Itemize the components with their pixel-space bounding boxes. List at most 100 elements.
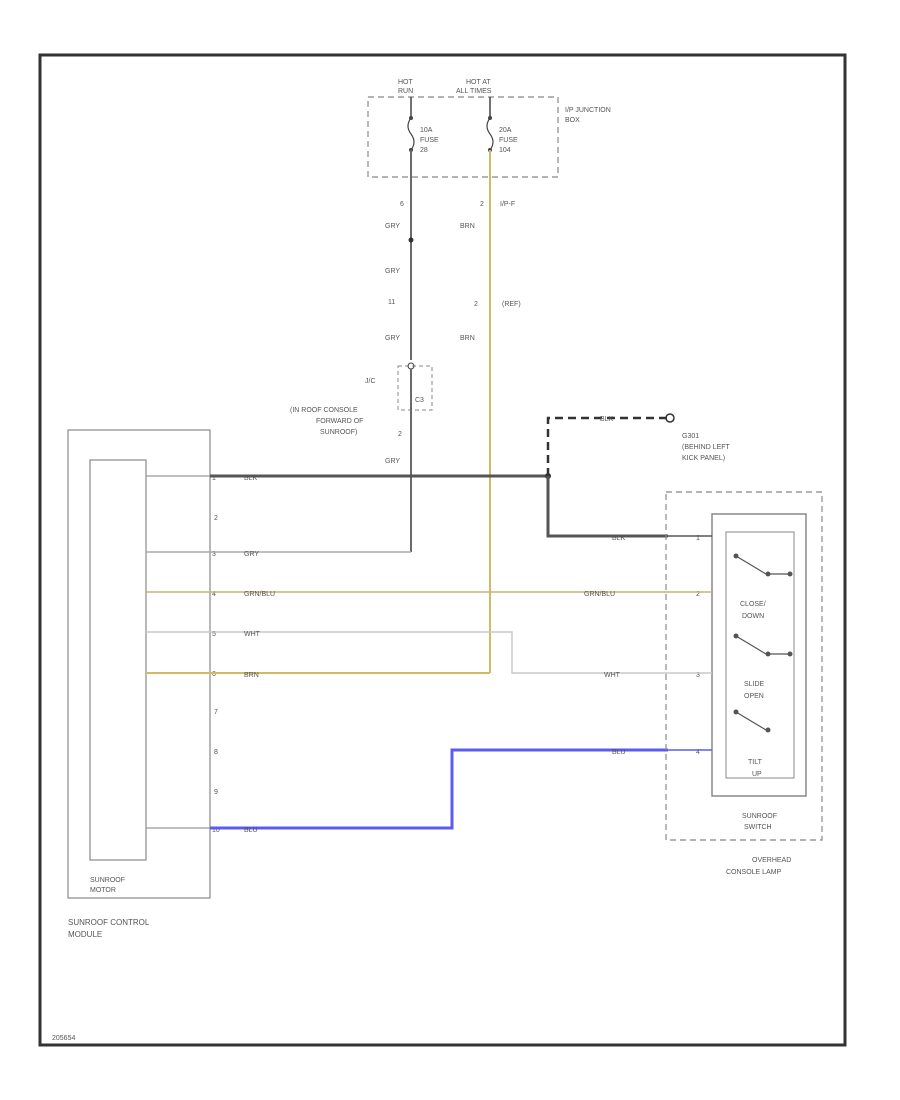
switch-contact-3b [765,727,771,733]
housing-name-2: CONSOLE LAMP [726,869,782,876]
ground: BLK G301 (BEHIND LEFT KICK PANEL) [546,413,731,476]
switch-pos-3b: UP [752,771,762,778]
connector-11: 11 [388,299,395,306]
connector-2-note: (REF) [502,301,521,308]
module-pin-1: 1 [212,475,216,482]
blk-label-2: BLK [612,535,626,542]
module-pin-10: 10 [212,827,220,834]
gry-feed-node [408,237,414,243]
brn-label-1: BRN [460,223,475,230]
gry-label-4: GRY [385,458,400,465]
switch-pos-1b: DOWN [742,613,764,620]
blk-label-1: BLK [244,475,258,482]
gry-label-3: GRY [385,335,400,342]
fuse-right-top-dot [488,116,492,120]
module-name-1: SUNROOF CONTROL [68,918,150,927]
hot-run-label-2: RUN [398,88,413,95]
motor-label-1: SUNROOF [90,877,125,884]
module-pin-3: 3 [212,551,216,558]
housing-name-1: OVERHEAD [752,857,791,864]
module-pin-9: 9 [214,789,218,796]
console-lamp-outline [665,491,823,841]
hot-always-label-1: HOT AT [466,79,491,86]
fuse-right-text-1: 20A [499,127,512,134]
switch-pos-2b: OPEN [744,693,764,700]
fuse-box: HOT RUN HOT AT ALL TIMES 10A FUSE 28 20A… [367,79,611,208]
blu-wire [210,748,668,830]
wht-label-1: WHT [244,631,261,638]
ground-wire [546,416,668,476]
ground-label-2: (BEHIND LEFT [682,444,731,451]
sunroof-switch: 1 2 3 4 CLOSE/ DOWN SLIDE OPEN TILT UP S… [665,491,823,876]
outer-frame [38,53,847,1047]
splice-note-2: (IN ROOF CONSOLE [290,407,358,414]
fuse-left-symbol [407,117,415,151]
splice-box [397,365,433,411]
hot-always-label-2: ALL TIMES [456,88,492,95]
ground-label-3: KICK PANEL) [682,455,725,462]
fuse-left-text-2: FUSE [420,137,439,144]
module-pin-6: 6 [212,671,216,678]
grn-blu-label-2: GRN/BLU [584,591,615,598]
fuse-right-pin: 2 [480,201,484,208]
switch-name-1: SUNROOF [742,813,777,820]
motor-outline [89,459,147,861]
junction-box-name-1: I/P JUNCTION [565,107,611,114]
junction-box-name-2: BOX [565,117,580,124]
fuse-right-text-3: 104 [499,147,511,154]
module-pin-2: 2 [214,515,218,522]
module-outline [67,429,211,899]
gry-label-row3: GRY [244,551,259,558]
feed-wires: GRY GRY 11 GRY C3 J/C (IN ROOF CONSOLE F… [290,150,521,673]
diagram-id: 205654 [52,1035,75,1042]
brn-label-row6: BRN [244,672,259,679]
fuse-left-text-1: 10A [420,127,433,134]
fuse-left-text-3: 28 [420,147,428,154]
hot-run-label-1: HOT [398,79,414,86]
fuse-right-connector: I/P-F [500,201,515,208]
brn-label-2: BRN [460,335,475,342]
switch-pin-4: 4 [696,749,700,756]
gry-label-1: GRY [385,223,400,230]
switch-blade-2 [735,635,767,655]
connector-2: 2 [474,301,478,308]
switch-pos-2a: SLIDE [744,681,765,688]
wht-label-2: WHT [604,672,621,679]
ground-terminal [665,413,675,423]
splice-id: C3 [415,397,424,404]
control-module: SUNROOF MOTOR SUNROOF CONTROL MODULE 1 2… [67,429,220,939]
horizontal-wires: BLK BLK GRY GRN/BLU GRN/BLU WHT WHT BRN … [146,473,668,834]
fuse-right-symbol [486,117,494,151]
switch-blade-1 [735,555,767,575]
module-pin-5: 5 [212,631,216,638]
switch-pin-2: 2 [696,591,700,598]
junction-box-outline [367,96,559,178]
switch-inner [725,531,795,779]
ground-label-1: G301 [682,433,699,440]
switch-name-2: SWITCH [744,824,772,831]
blk-wire-switch [546,476,668,538]
switch-outer [711,513,807,797]
splice-note-4: SUNROOF) [320,429,357,436]
splice-note-3: FORWARD OF [316,418,363,425]
switch-pin-3: 3 [696,672,700,679]
wht-wire [146,631,668,674]
switch-pin-1: 1 [696,535,700,542]
module-pin-4: 4 [212,591,216,598]
blu-label-2: BLU [612,749,626,756]
motor-label-2: MOTOR [90,887,116,894]
module-pin-8: 8 [214,749,218,756]
fuse-left-pin: 6 [400,201,404,208]
fuse-left-top-dot [409,116,413,120]
switch-pos-3a: TILT [748,759,763,766]
fuse-right-text-2: FUSE [499,137,518,144]
module-name-2: MODULE [68,930,102,939]
switch-pos-1a: CLOSE/ [740,601,766,608]
splice-note-1: J/C [365,378,376,385]
gry-label-2: GRY [385,268,400,275]
module-pin-7: 7 [214,709,218,716]
blu-label-1: BLU [244,827,258,834]
ground-wire-label: BLK [600,416,614,423]
switch-blade-3 [735,711,767,731]
